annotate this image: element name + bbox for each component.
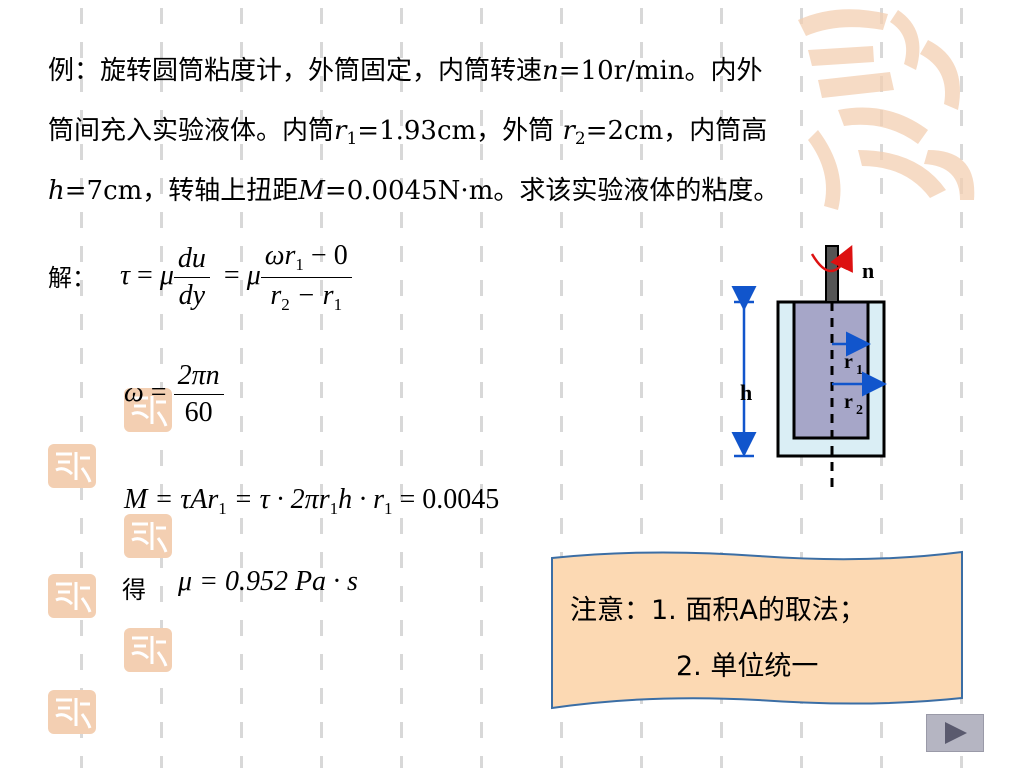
- subscript: 1: [218, 499, 227, 518]
- omega-r-term: ωr: [264, 240, 296, 271]
- subscript: 2: [281, 295, 290, 314]
- play-right-icon: [945, 722, 967, 744]
- fraction-numerator: du: [177, 243, 206, 274]
- rotation-arrow-icon: [810, 244, 853, 273]
- mu-symbol: μ: [159, 259, 174, 291]
- radius-term: r: [270, 280, 282, 311]
- seal-stamp-icon: [48, 444, 96, 488]
- seal-stamp-icon: [48, 690, 96, 734]
- result-label: 得: [122, 576, 146, 604]
- decorative-seal-large-icon: [798, 9, 975, 210]
- problem-line-2: 筒间充入实验液体。内筒r1=1.93cm，外筒 r2=2cm，内筒高: [48, 110, 767, 149]
- problem-text: =7cm，转轴上扭距: [64, 176, 299, 206]
- torque-variable: M: [298, 176, 325, 206]
- torque-expression: = τAr: [147, 484, 219, 515]
- torque-expression: = τ · 2πr: [226, 484, 330, 515]
- problem-text: 例：旋转圆筒粘度计，外筒固定，内筒转速: [48, 56, 543, 86]
- height-variable: h: [48, 176, 65, 206]
- radius-r2-label: r: [844, 391, 853, 413]
- note-line-2: 2. 单位统一: [676, 651, 819, 682]
- viscometer-diagram: n h r 1 r 2: [731, 244, 887, 492]
- fraction-denominator: dy: [173, 277, 210, 312]
- problem-text: =1.93cm，外筒: [357, 116, 563, 146]
- equals-sign: =: [223, 259, 240, 291]
- seal-stamp-icon: [48, 574, 96, 618]
- subscript: 2: [574, 129, 586, 149]
- problem-text: 筒间充入实验液体。内筒: [48, 116, 335, 146]
- torque-symbol: M: [124, 484, 148, 515]
- problem-text: =0.0045N·m。求该实验液体的粘度。: [324, 176, 780, 206]
- fraction-numerator: ωr1 − 0: [261, 240, 352, 277]
- height-label: h: [740, 380, 752, 405]
- problem-text: =10r/min。内外: [558, 56, 763, 86]
- radius-r1-label: r: [844, 351, 853, 373]
- subscript: 1: [329, 499, 339, 518]
- minus-zero: − 0: [303, 240, 348, 271]
- rotating-shaft: [825, 245, 839, 303]
- radius-term: − r: [289, 280, 334, 311]
- viscosity-result: = 0.952 Pa · s: [192, 566, 358, 597]
- omega-symbol: ω: [124, 376, 144, 408]
- speed-variable: n: [542, 56, 559, 86]
- radius-r2-subscript: 2: [856, 403, 863, 418]
- equals-sign: =: [137, 259, 153, 291]
- seal-stamp-icon: [124, 628, 172, 672]
- problem-text: =2cm，内筒高: [585, 116, 768, 146]
- radius-r1-subscript: 1: [856, 363, 863, 378]
- torque-value: = 0.0045: [392, 484, 500, 515]
- note-line-1: 注意：1. 面积A的取法；: [570, 595, 866, 626]
- subscript: 1: [333, 295, 343, 314]
- subscript: 1: [384, 499, 393, 518]
- seal-stamp-icon: [124, 388, 172, 432]
- equals-sign: =: [150, 376, 167, 408]
- radius-variable: r: [334, 116, 347, 146]
- problem-line-1: 例：旋转圆筒粘度计，外筒固定，内筒转速n=10r/min。内外: [48, 50, 763, 87]
- equation-result: μ = 0.952 Pa · s: [178, 566, 358, 598]
- seal-stamp-icon: [124, 514, 172, 558]
- torque-expression: h · r: [338, 484, 384, 515]
- next-slide-button[interactable]: [926, 714, 984, 752]
- fraction-denominator: r2 − r1: [260, 277, 352, 315]
- mu-symbol: μ: [246, 259, 261, 291]
- solution-label: 解：: [48, 264, 96, 292]
- fraction-numerator: 2πn: [177, 360, 220, 391]
- mu-symbol: μ: [178, 566, 193, 597]
- tau-symbol: τ: [120, 259, 131, 291]
- subscript: 1: [295, 255, 304, 274]
- subscript: 1: [346, 129, 358, 149]
- equation-torque: M = τAr1 = τ · 2πr1h · r1 = 0.0045: [124, 484, 499, 519]
- note-box: [551, 550, 963, 710]
- problem-line-3: h=7cm，转轴上扭距M=0.0045N·m。求该实验液体的粘度。: [48, 170, 779, 207]
- radius-variable: r: [562, 116, 575, 146]
- rotation-speed-label: n: [862, 258, 874, 283]
- fraction-denominator: 60: [173, 394, 224, 429]
